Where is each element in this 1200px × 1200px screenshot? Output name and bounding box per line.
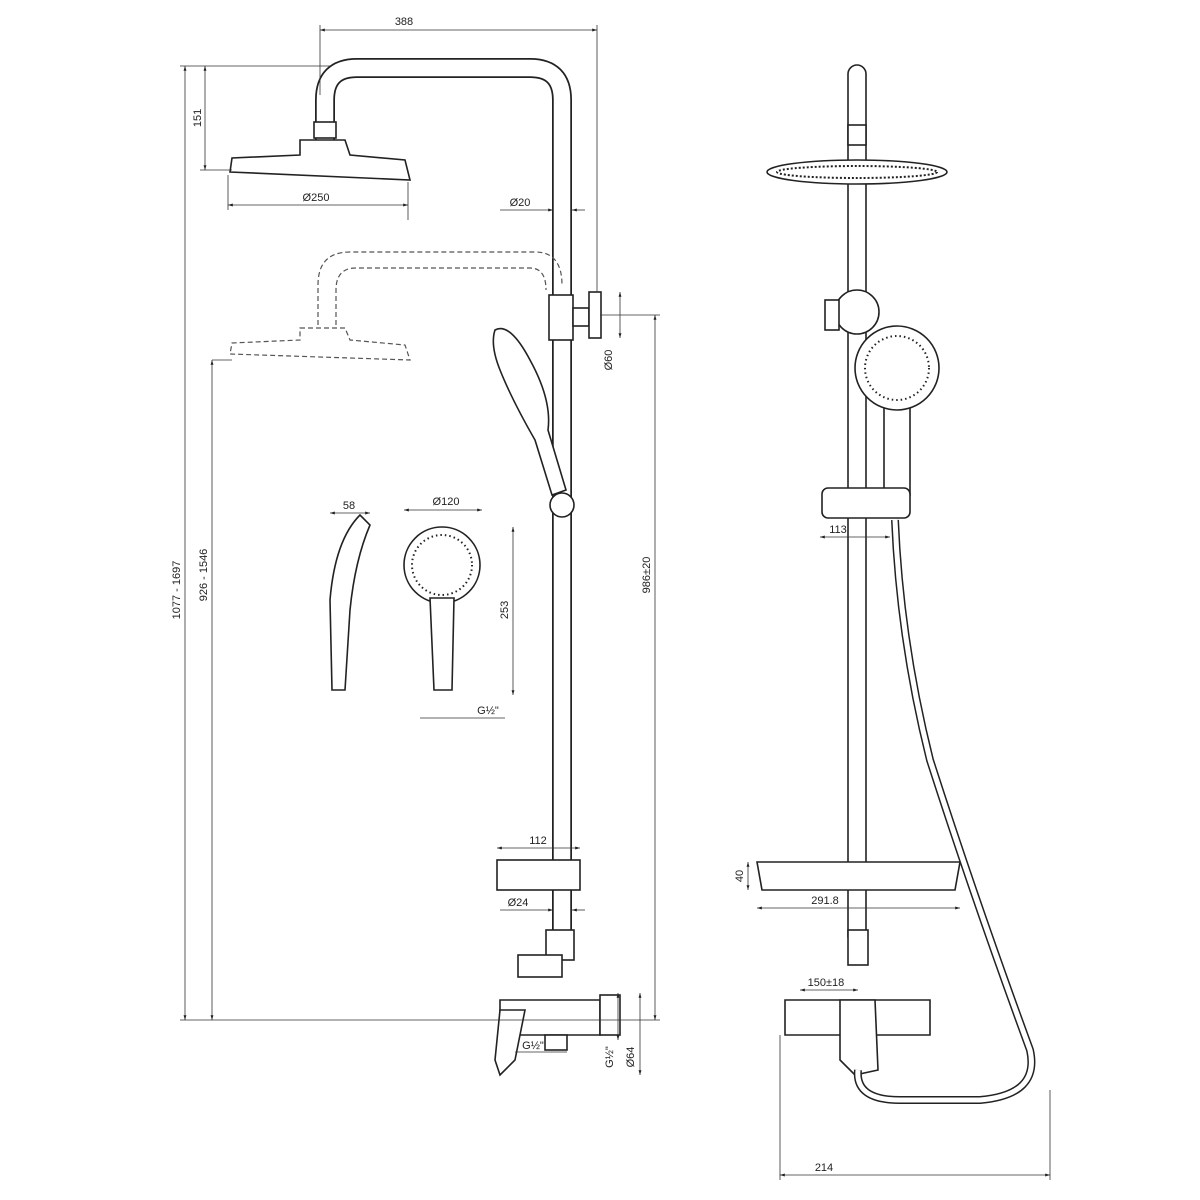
dim-mixer-centers: 150±18: [808, 977, 845, 989]
dim-overall-width: 214: [815, 1162, 833, 1174]
dim-bracket-to-mixer: 986±20: [641, 557, 653, 594]
mixer-handle-front: [839, 999, 879, 1076]
hand-shower-side: [492, 327, 567, 497]
dim-hand-thread: G½": [477, 705, 499, 717]
hand-shower-handle: [429, 597, 455, 691]
dim-inlet-thread: G½": [604, 1046, 616, 1068]
bracket-front: [834, 289, 880, 335]
hand-shower-profile: [329, 513, 371, 691]
dim-tray-depth: 112: [529, 835, 547, 847]
dim-lower-pipe: Ø24: [508, 897, 529, 909]
dim-tray-height: 40: [734, 870, 746, 882]
dim-head-height: 151: [192, 109, 204, 127]
slider-front: [821, 487, 911, 519]
soap-tray-side: [496, 859, 581, 891]
dim-hand-length: 253: [499, 601, 511, 619]
dim-escutcheon: Ø64: [625, 1047, 637, 1068]
dim-outlet-thread: G½": [522, 1040, 544, 1052]
dim-arm-reach: 388: [395, 16, 413, 28]
dim-total-height: 1077 - 1697: [171, 561, 183, 620]
rain-head-front: [766, 159, 948, 185]
dim-slider-offset: 113: [829, 524, 847, 536]
hand-head-front: [854, 325, 940, 411]
side-view: [229, 58, 621, 1077]
lowered-arm-outline: [317, 251, 563, 325]
dimension-labels: 388 151 Ø250 Ø20 Ø60 1077 - 1697 926 - 1…: [171, 16, 847, 1174]
diverter: [517, 954, 563, 978]
dim-pipe-diameter: Ø20: [510, 197, 531, 209]
dim-hand-width: 58: [343, 500, 355, 512]
wall-bracket: [548, 294, 574, 341]
dim-bracket-diameter: Ø60: [603, 350, 615, 371]
mixer-handle-side: [494, 1009, 526, 1077]
soap-tray-front: [756, 861, 961, 891]
dim-tray-width: 291.8: [811, 895, 839, 907]
wall-escutcheon: [599, 994, 621, 1036]
slider: [549, 492, 575, 518]
dim-hand-diameter: Ø120: [433, 496, 460, 508]
dim-head-diameter: Ø250: [303, 192, 330, 204]
front-view: [756, 64, 1036, 1104]
hand-shower-face: [403, 526, 481, 604]
rain-shower-head: [229, 139, 412, 181]
dimension-lines: [180, 25, 1051, 1180]
arm-nut: [313, 121, 337, 139]
lowered-head-outline: [229, 327, 411, 361]
dim-head-to-mixer: 926 - 1546: [198, 549, 210, 602]
hand-handle-front: [883, 394, 911, 496]
